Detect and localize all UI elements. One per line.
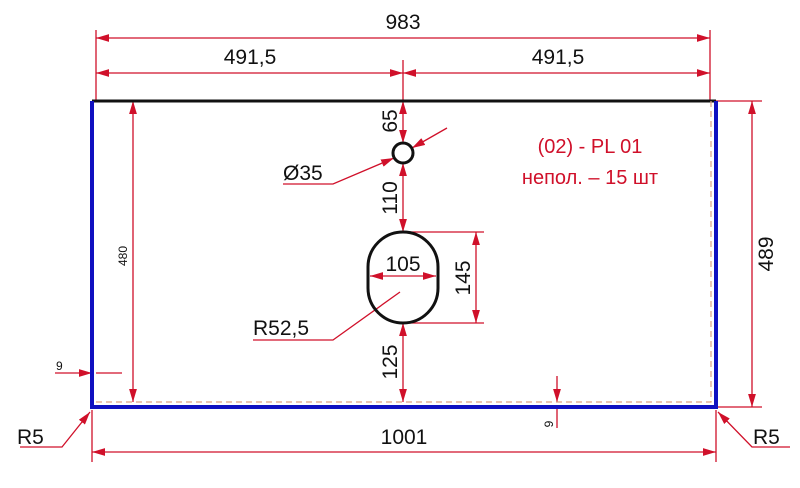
label-491-right: 491,5 [532,46,585,69]
leader-r52-5 [253,291,401,341]
label-r5-right: R5 [753,426,780,449]
leader-r5-right [717,411,790,448]
label-125: 125 [379,344,402,379]
oval-slot [366,230,440,325]
inner-dashed-line [96,101,712,403]
note-part-code: (02) - PL 01 [538,136,643,158]
label-diameter-35: Ø35 [283,162,323,185]
leader-diameter-35 [283,157,395,185]
label-9-bottom: 9 [542,420,556,427]
label-480: 480 [116,246,130,266]
label-145: 145 [452,260,475,295]
label-105: 105 [385,253,420,276]
label-65: 65 [379,109,402,132]
extension-lines [91,30,762,462]
tap-hole [391,141,415,165]
label-489: 489 [755,236,778,271]
label-r5-left: R5 [17,426,44,449]
label-491-left: 491,5 [224,46,277,69]
label-983: 983 [385,11,420,34]
label-110: 110 [379,181,402,214]
leader-diameter-35-far [411,127,448,149]
edged-sides [90,101,718,409]
label-1001: 1001 [381,426,428,449]
label-r52-5: R52,5 [253,317,309,340]
note-quantity: непол. – 15 шт [522,167,658,189]
label-9-left: 9 [56,359,63,373]
leader-r5-left [20,411,91,448]
